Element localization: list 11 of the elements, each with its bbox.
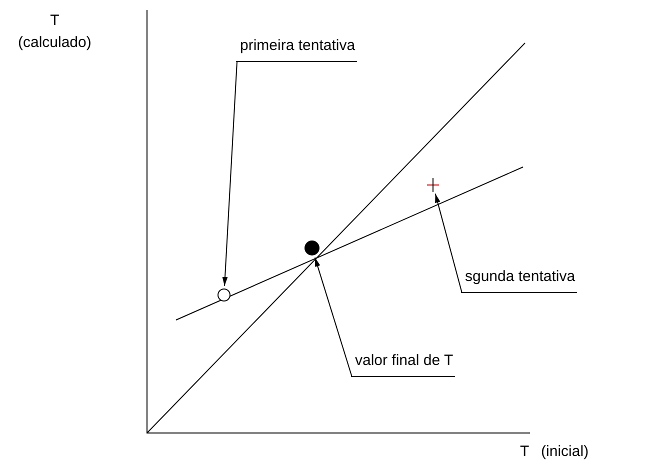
leader-line bbox=[314, 257, 352, 378]
data-point bbox=[218, 288, 230, 302]
leader-line bbox=[222, 62, 238, 287]
axis-label: T (inicial) bbox=[520, 443, 589, 461]
cross-marker bbox=[427, 178, 439, 192]
solution-point bbox=[304, 240, 320, 256]
callout-label: sgunda tentativa bbox=[461, 268, 578, 293]
callout-label: valor final de T bbox=[351, 352, 456, 377]
leader-line bbox=[434, 193, 462, 294]
axis-label: T (calculado) bbox=[18, 11, 92, 53]
callout-label: primeira tentativa bbox=[236, 37, 358, 62]
